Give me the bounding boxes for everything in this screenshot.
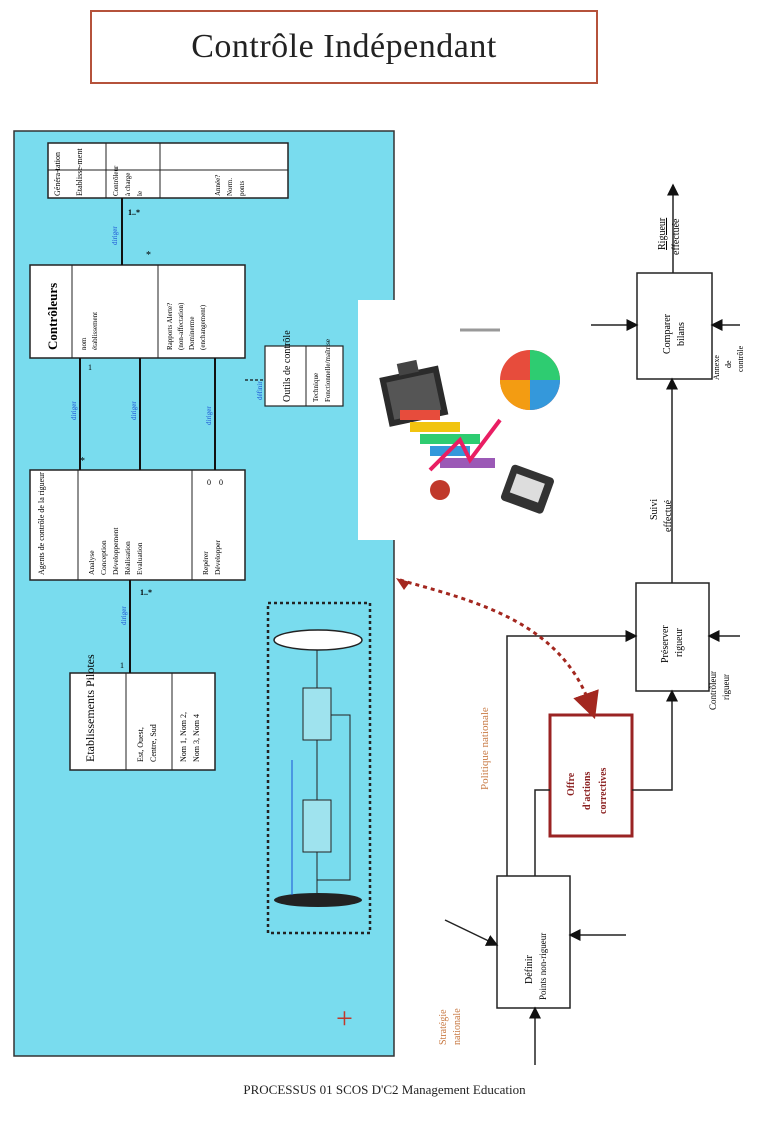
class-controleurs: Contrôleurs nom établissement Rapports A… — [29, 264, 246, 359]
suivi-line-2: effectué — [663, 499, 674, 532]
box-preserver — [635, 582, 710, 692]
agents-name: Agents de contrôle de la rigueur — [37, 472, 46, 575]
preserver-line-2: rigueur — [674, 627, 685, 657]
footer-text: PROCESSUS 01 SCOS D'C2 Management Educat… — [243, 1082, 526, 1097]
annexe-line-2: de — [724, 360, 733, 368]
agents-attr-1: Analyse — [87, 550, 96, 575]
class-generation: Généra-tation Etablisse-ment Contrôleur … — [47, 142, 289, 199]
plus-text: + — [336, 1002, 353, 1035]
comparer-line-1: Comparer — [662, 313, 673, 354]
controleur-line-2: rigueur — [721, 674, 731, 700]
box-comparer — [636, 272, 713, 380]
offre-line-1: Offre — [566, 772, 577, 796]
controleurs-op-1: Rapports Alerte? — [166, 303, 174, 350]
mult-5: * — [80, 456, 85, 467]
etab-attr-1: Est, Ouest, — [136, 727, 145, 762]
agents-attr-2: Conception — [99, 540, 108, 575]
assoc-label-5: définir — [256, 381, 264, 400]
controleur-line-1: Contrôleur — [708, 671, 718, 710]
definir-line-2: Points non-rigueur — [538, 933, 548, 1000]
multiplicities: 1..* * 1 1..* * 1 — [80, 208, 152, 670]
gen-extra-1: Année? — [214, 175, 222, 196]
gen-header-b: Etablisse-ment — [75, 148, 84, 196]
mini-flow — [266, 601, 372, 935]
comparer-line-2: bilans — [676, 322, 687, 346]
agents-op-2: Développer — [213, 540, 222, 575]
gen-line-1: Contrôleur — [112, 165, 120, 196]
controleurs-name: Contrôleurs — [45, 283, 60, 350]
controleurs-attr-2: établissement — [91, 312, 99, 350]
process-diagram: Définir Points non-rigueur Offre d'actio… — [396, 183, 745, 1065]
title-box: Contrôle Indépendant — [90, 10, 598, 84]
assoc-label-3: diriger — [130, 401, 138, 420]
outils-attr-1: Technique — [312, 373, 320, 402]
assoc-label-6: diriger — [120, 606, 128, 625]
assoc-label-2: diriger — [70, 401, 78, 420]
etab-name: Etablissements Pilotes — [83, 654, 97, 762]
agents-mark-1: 0 — [207, 478, 211, 487]
agents-op-1: Repérer — [201, 551, 210, 575]
agents-mark-2: 0 — [219, 478, 223, 487]
agents-attr-4: Réalisation — [123, 541, 132, 575]
assoc-labels: diriger diriger diriger diriger définir … — [70, 226, 264, 625]
outils-attr-2: Fonctionnelle/maîtrise — [324, 339, 332, 402]
assoc-label-1: diriger — [111, 226, 119, 245]
charts-illustration — [358, 300, 596, 540]
plus-symbol: + — [336, 1002, 353, 1035]
associations — [79, 198, 265, 673]
politique-label: Politique nationale — [479, 707, 491, 790]
mult-3: 1 — [88, 363, 92, 372]
class-agents: Agents de contrôle de la rigueur Analyse… — [29, 469, 246, 581]
preserver-line-1: Préserver — [660, 625, 671, 663]
annexe-line-1: Annexe — [712, 355, 721, 380]
suivi-line-1: Suivi — [649, 499, 660, 520]
assoc-label-4: diriger — [205, 406, 213, 425]
strategie-line-2: nationale — [452, 1008, 463, 1045]
outils-name: Outils de contrôle — [282, 330, 293, 402]
mult-1: 1..* — [128, 208, 140, 217]
definir-line-1: Définir — [524, 954, 535, 984]
etab-op-2: Nom 3, Nom 4 — [192, 714, 201, 762]
mult-6: 1 — [120, 661, 124, 670]
agents-attr-3: Développement — [111, 527, 120, 575]
controleurs-attr-1: nom — [80, 337, 88, 350]
gen-extra-3: ponts — [238, 181, 246, 196]
rigueur-line-2: effectuée — [671, 218, 682, 255]
offre-line-3: correctives — [598, 767, 609, 814]
offre-line-2: d'actions — [582, 772, 593, 810]
controleurs-op-4: (enchangement) — [199, 304, 207, 350]
etab-op-1: Nom 1, Nom 2, — [179, 712, 188, 762]
controleurs-op-2: (non-affectation) — [177, 302, 185, 350]
gen-extra-2: Norm. — [226, 178, 234, 196]
strategie-line-1: Stratégie — [438, 1009, 449, 1045]
class-etablissements: Etablissements Pilotes Est, Ouest, Centr… — [69, 654, 216, 771]
rigueur-line-1: Rigueur — [657, 217, 668, 250]
box-definir — [496, 875, 571, 1009]
etab-attr-2: Centre, Sud — [149, 724, 158, 762]
mult-2: * — [146, 250, 151, 261]
class-outils: Outils de contrôle Technique Fonctionnel… — [264, 330, 344, 407]
uml-content: Généra-tation Etablisse-ment Contrôleur … — [29, 142, 372, 1035]
mult-4: 1..* — [140, 588, 152, 597]
gen-line-3: le — [136, 191, 144, 196]
gen-header-a: Généra-tation — [53, 152, 62, 196]
gen-line-2: à charge — [124, 173, 132, 196]
controleurs-op-3: Dominerme — [188, 317, 196, 350]
agents-attr-5: Evaluation — [135, 542, 144, 575]
page-title: Contrôle Indépendant — [191, 28, 497, 65]
annexe-line-3: contrôle — [736, 345, 745, 372]
